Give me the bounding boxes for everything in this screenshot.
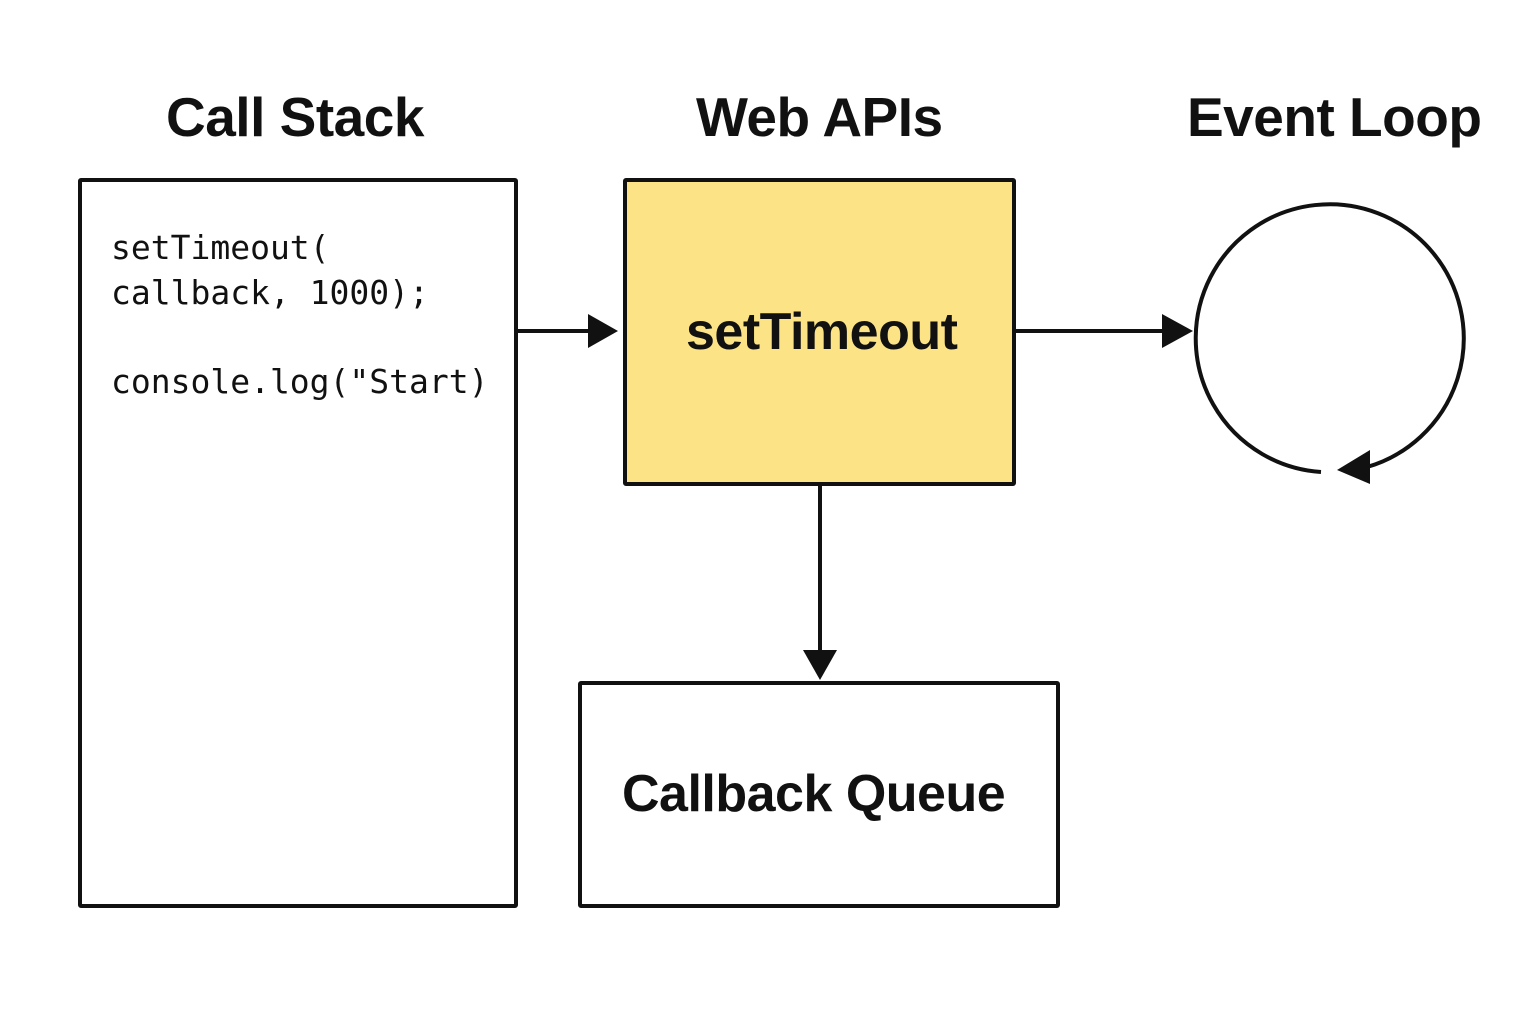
callback-queue-label: Callback Queue [622, 765, 1006, 823]
arrow-web-api-to-callback-queue [803, 486, 837, 680]
event-loop-heading: Event Loop [1187, 86, 1482, 148]
code-line-settimeout: setTimeout( [111, 228, 330, 267]
call-stack-box [78, 178, 518, 908]
callback-queue-box [578, 681, 1060, 908]
arrow-web-api-to-event-loop [1016, 314, 1193, 348]
web-apis-heading: Web APIs [696, 86, 943, 148]
code-line-callback: callback, 1000); [111, 273, 429, 312]
call-stack-heading: Call Stack [166, 86, 424, 148]
web-api-box [623, 178, 1016, 486]
code-line-console-log: console.log("Start) [111, 362, 489, 401]
arrow-call-stack-to-web-api [518, 314, 618, 348]
web-api-label: setTimeout [686, 303, 958, 361]
circular-arrow-icon [1193, 202, 1466, 484]
